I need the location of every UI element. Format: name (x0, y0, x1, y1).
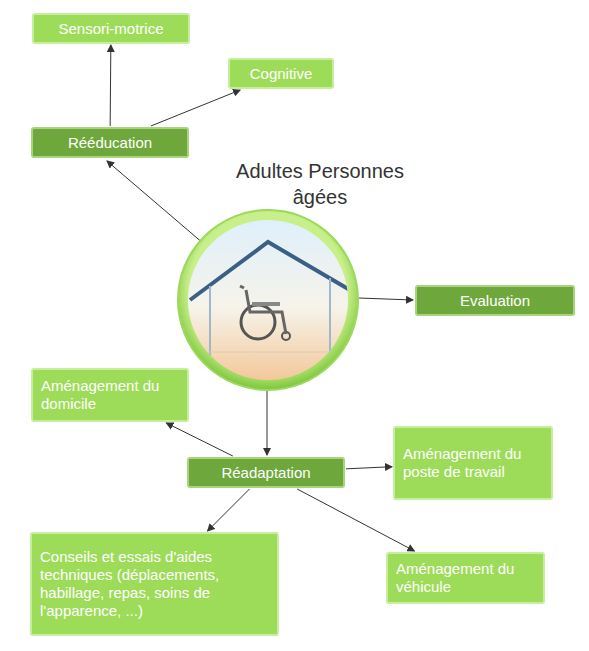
arrow-connector (346, 467, 392, 469)
box-text: Cognitive (238, 65, 324, 83)
diagram-title: Adultes Personnes âgées (220, 158, 420, 210)
category-box: Rééducation (31, 127, 189, 158)
picture-connector (267, 391, 268, 455)
box-text: Aménagement du véhicule (396, 560, 535, 596)
category-box: Evaluation (415, 285, 575, 316)
detail-box: Aménagement du poste de travail (393, 426, 553, 500)
box-text: Rééducation (41, 134, 179, 152)
box-text: Aménagement du poste de travail (403, 445, 543, 481)
box-text: Aménagement du domicile (41, 377, 179, 413)
arrow-connector (110, 45, 112, 126)
detail-box: Sensori-motrice (32, 13, 190, 44)
detail-box: Aménagement du domicile (31, 368, 189, 422)
category-box: Réadaptation (187, 457, 345, 488)
picture-connector (107, 161, 204, 244)
box-text: Sensori-motrice (42, 20, 180, 38)
box-text: Conseils et essais d'aides techniques (d… (40, 548, 269, 620)
box-text: Evaluation (425, 292, 565, 310)
detail-box: Conseils et essais d'aides techniques (d… (30, 532, 279, 636)
arrow-connector (208, 489, 250, 531)
arrow-connector (166, 423, 232, 456)
detail-box: Aménagement du véhicule (386, 552, 545, 604)
arrow-connector (151, 90, 240, 126)
box-text: Réadaptation (197, 464, 335, 482)
picture-connector (359, 298, 413, 300)
detail-box: Cognitive (228, 58, 334, 89)
